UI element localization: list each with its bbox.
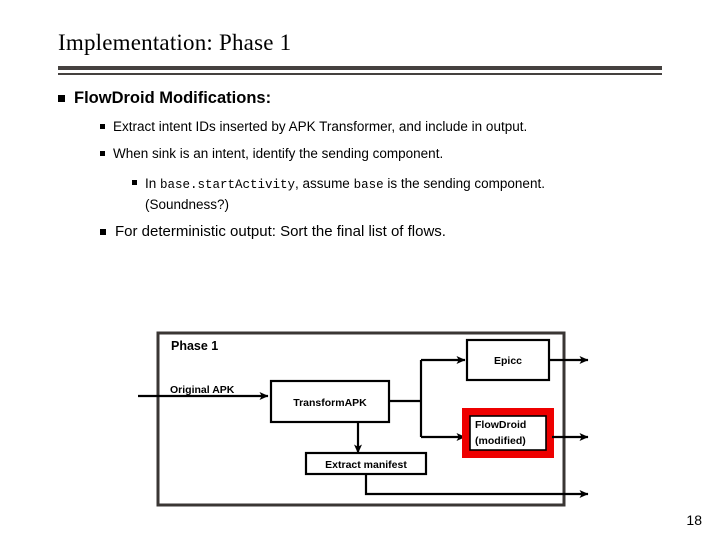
title-divider-thick — [58, 66, 662, 70]
code-base-start-activity: base.startActivity — [160, 178, 296, 192]
square-bullet-icon — [132, 180, 137, 185]
bullet-base-text: In base.startActivity, assume base is th… — [145, 174, 545, 214]
soundness-note: (Soundness?) — [145, 197, 230, 212]
square-bullet-icon — [100, 229, 106, 235]
label-extract-manifest: Extract manifest — [325, 459, 407, 471]
base-prefix: In — [145, 176, 161, 191]
box-flowdroid-highlight — [462, 408, 554, 458]
bullet-extract-intent-ids: Extract intent IDs inserted by APK Trans… — [100, 118, 527, 135]
code-base: base — [353, 178, 384, 192]
arrow-manifest-output — [364, 474, 589, 498]
label-flowdroid: FlowDroid — [475, 419, 526, 431]
square-bullet-icon — [100, 151, 105, 156]
diagram-container-label: Phase 1 — [171, 339, 218, 353]
base-suffix: is the sending component. — [383, 176, 545, 191]
label-epicc: Epicc — [494, 355, 522, 367]
box-epicc — [465, 338, 551, 382]
page-number: 18 — [686, 512, 702, 528]
label-flowdroid-modified: (modified) — [475, 435, 526, 447]
bullet-deterministic-output: For deterministic output: Sort the final… — [100, 222, 446, 241]
phase1-container — [156, 331, 566, 507]
square-bullet-icon — [58, 95, 65, 102]
base-mid: , assume — [295, 176, 354, 191]
box-flowdroid-modified — [469, 415, 547, 451]
bullet-deterministic-label: For deterministic output: Sort the final… — [115, 223, 446, 240]
bullet-base-start-activity: In base.startActivity, assume base is th… — [132, 174, 545, 214]
title-divider-thin — [58, 73, 662, 75]
bullet-sink-intent: When sink is an intent, identify the sen… — [100, 145, 443, 162]
bullet-flowdroid-modifications: FlowDroid Modifications: — [58, 88, 271, 108]
box-extract-manifest — [304, 451, 428, 476]
square-bullet-icon — [100, 124, 105, 129]
box-transform-apk — [269, 379, 391, 424]
label-transform-apk: TransformAPK — [293, 397, 367, 409]
bullet-level1-label: FlowDroid Modifications: — [74, 89, 272, 107]
bullet-sink-label: When sink is an intent, identify the sen… — [113, 146, 444, 161]
page-title: Implementation: Phase 1 — [58, 30, 292, 55]
diagram-input-label: Original APK — [170, 384, 235, 396]
bullet-extract-label: Extract intent IDs inserted by APK Trans… — [113, 119, 528, 134]
